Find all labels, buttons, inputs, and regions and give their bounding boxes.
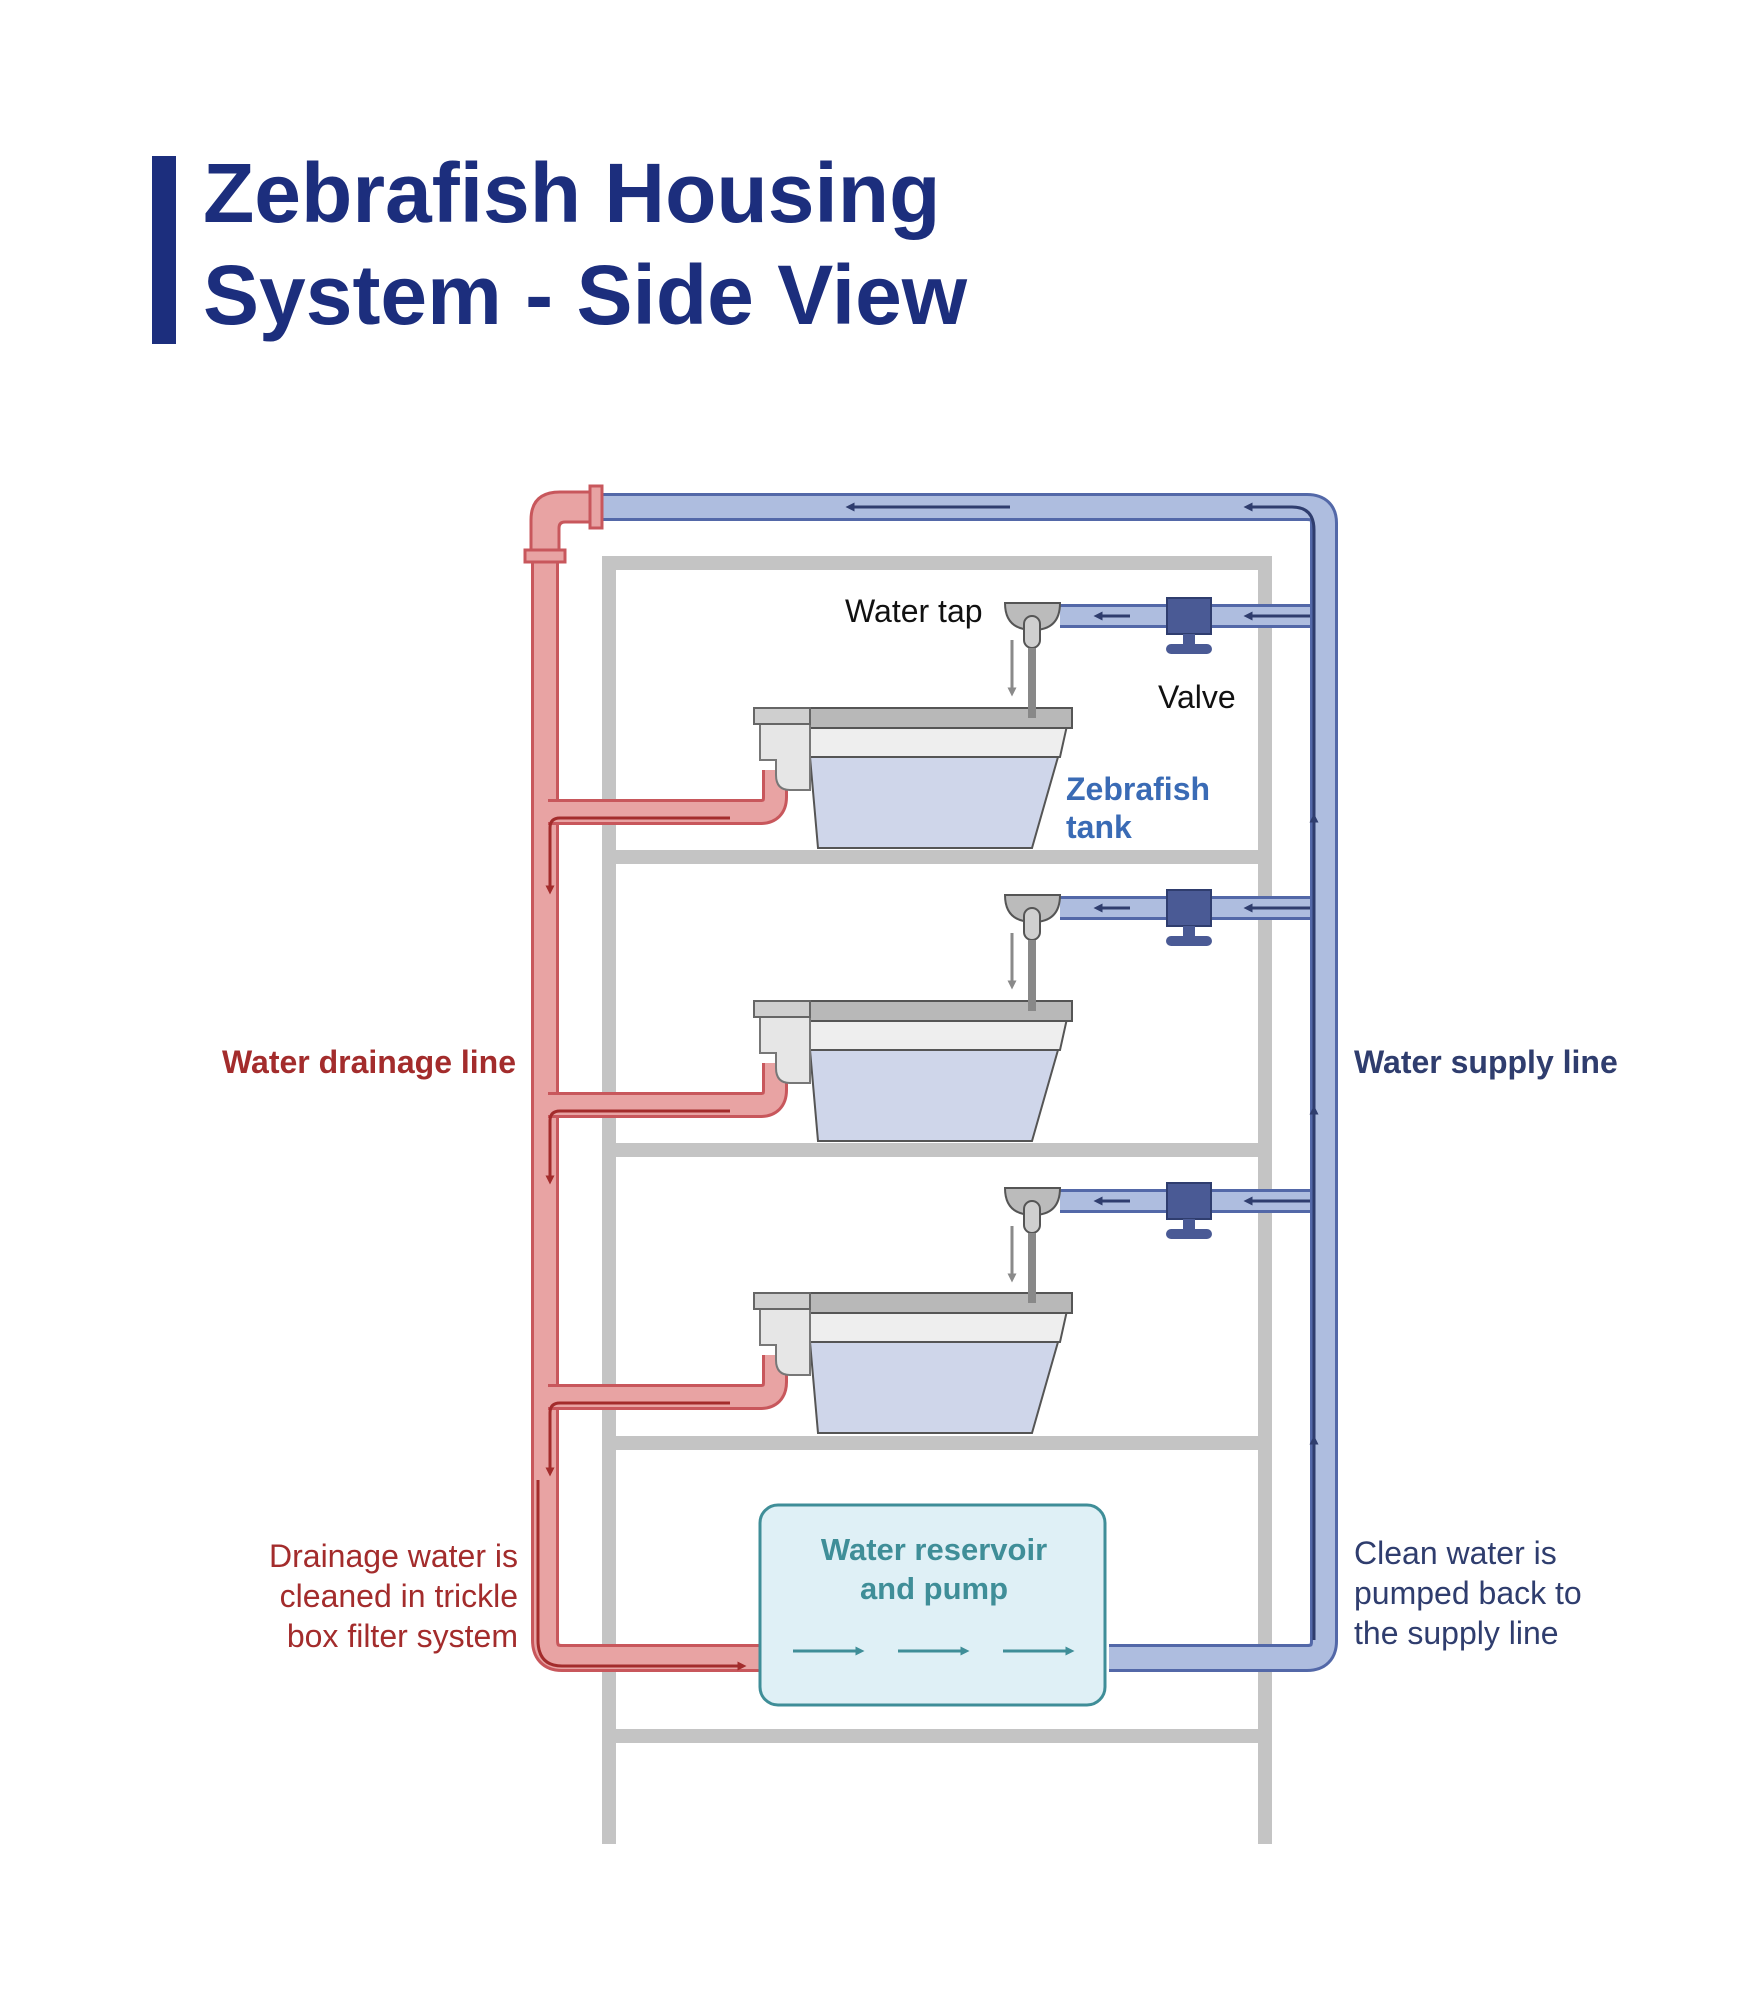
clean-note-line-1: Clean water is bbox=[1354, 1535, 1557, 1571]
flow-arrow bbox=[545, 1109, 730, 1185]
flow-arrow bbox=[1243, 502, 1316, 1640]
drainage-note-line-3: box filter system bbox=[287, 1618, 518, 1654]
zebrafish-tank-label-line-1: Zebrafish bbox=[1066, 771, 1210, 807]
water-tap bbox=[1003, 602, 1062, 718]
supply-line-label: Water supply line bbox=[1354, 1044, 1618, 1080]
rack-shelf-3 bbox=[602, 1436, 1272, 1450]
zebrafish-tank bbox=[753, 1000, 1073, 1142]
flow-arrow bbox=[536, 1480, 747, 1671]
drain-elbow bbox=[523, 484, 604, 564]
water-tap-label: Water tap bbox=[845, 593, 983, 629]
tank-unit-2 bbox=[753, 889, 1212, 1142]
rack-frame bbox=[602, 556, 1272, 1844]
drain-flow-arrows bbox=[536, 816, 747, 1671]
flow-arrow bbox=[545, 816, 730, 895]
water-reservoir-and-pump: Water reservoir and pump bbox=[758, 1503, 1107, 1707]
valve-icon bbox=[1166, 597, 1212, 654]
valve-icon bbox=[1166, 889, 1212, 946]
zebrafish-tank-label-line-2: tank bbox=[1066, 809, 1132, 845]
flow-arrow bbox=[545, 1401, 730, 1477]
valve-icon bbox=[1166, 1182, 1212, 1239]
supply-main-pipe-fill bbox=[600, 496, 1335, 1669]
tank-unit-1 bbox=[753, 597, 1212, 849]
rack-post-left bbox=[602, 556, 616, 1844]
title-line-2: System - Side View bbox=[203, 248, 968, 342]
page-title: Zebrafish Housing System - Side View bbox=[203, 142, 967, 346]
clean-note-line-3: the supply line bbox=[1354, 1615, 1559, 1651]
water-tap bbox=[1003, 1187, 1062, 1303]
reservoir-label-line-1: Water reservoir bbox=[821, 1532, 1047, 1567]
clean-note-line-2: pumped back to bbox=[1354, 1575, 1582, 1611]
reservoir-label-line-2: and pump bbox=[860, 1571, 1008, 1606]
rack-shelf-2 bbox=[602, 1143, 1272, 1157]
title-accent-bar bbox=[152, 156, 176, 344]
tank-unit-3 bbox=[753, 1182, 1212, 1434]
rack-top-beam bbox=[602, 556, 1272, 570]
rack-shelf-1 bbox=[602, 850, 1272, 864]
supply-flow-arrows bbox=[845, 502, 1319, 1640]
zebrafish-tank bbox=[753, 707, 1073, 849]
water-tap bbox=[1003, 894, 1062, 1011]
water-drainage-line bbox=[531, 548, 788, 1672]
title-line-1: Zebrafish Housing bbox=[203, 146, 941, 240]
zebrafish-tank bbox=[753, 1292, 1073, 1434]
drainage-line-label: Water drainage line bbox=[222, 1044, 516, 1080]
rack-shelf-4 bbox=[602, 1729, 1272, 1743]
drainage-note-line-2: cleaned in trickle bbox=[280, 1578, 518, 1614]
drainage-note-line-1: Drainage water is bbox=[269, 1538, 518, 1574]
valve-label: Valve bbox=[1158, 679, 1236, 715]
